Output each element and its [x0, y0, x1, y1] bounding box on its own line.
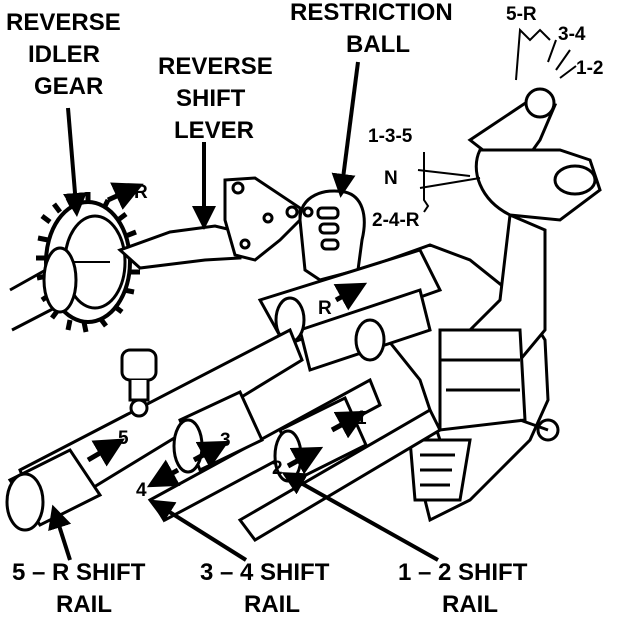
- label-reverse-idler-gear: REVERSE IDLER GEAR: [6, 9, 121, 100]
- gate-34: 3-4: [558, 24, 586, 45]
- svg-text:LEVER: LEVER: [174, 117, 254, 144]
- svg-text:REVERSE: REVERSE: [158, 53, 273, 80]
- rail-mark-2: 2: [272, 458, 283, 479]
- gate-24r: 2-4-R: [372, 210, 420, 231]
- rail-mark-4: 4: [136, 480, 147, 501]
- rail-motion-arrows: [86, 182, 368, 488]
- svg-text:5 – R SHIFT: 5 – R SHIFT: [12, 559, 146, 586]
- gate-indicators: [417, 27, 577, 213]
- svg-text:1 – 2 SHIFT: 1 – 2 SHIFT: [398, 559, 528, 586]
- gate-135: 1-3-5: [368, 126, 413, 147]
- restriction-ball-housing: [298, 189, 366, 282]
- reverse-shift-lever: [117, 176, 302, 270]
- rail-5r: [5, 327, 304, 532]
- reverse-idler-gear: [36, 192, 141, 333]
- detent-plunger: [120, 348, 158, 418]
- svg-text:RESTRICTION: RESTRICTION: [290, 0, 453, 26]
- label-reverse-shift-lever: REVERSE SHIFT LEVER: [158, 53, 273, 144]
- svg-text:RAIL: RAIL: [244, 591, 300, 618]
- rail-mark-1: 1: [356, 408, 367, 429]
- rail-mark-3: 3: [220, 430, 231, 451]
- callout-leaders: [48, 61, 439, 562]
- label-restriction-ball: RESTRICTION BALL: [290, 0, 453, 58]
- gear-mark-r: R: [134, 182, 148, 203]
- ball-mark-r: R: [318, 298, 332, 319]
- gate-n: N: [384, 168, 398, 189]
- label-rail-12: 1 – 2 SHIFT RAIL: [398, 559, 528, 618]
- svg-text:SHIFT: SHIFT: [176, 85, 246, 112]
- label-rail-34: 3 – 4 SHIFT RAIL: [200, 559, 330, 618]
- svg-text:GEAR: GEAR: [34, 73, 103, 100]
- label-rail-5r: 5 – R SHIFT RAIL: [12, 559, 146, 618]
- svg-text:RAIL: RAIL: [442, 591, 498, 618]
- svg-text:BALL: BALL: [346, 31, 410, 58]
- gate-labels: 5-R 3-4 1-2 1-3-5 N 2-4-R: [368, 4, 603, 231]
- svg-text:RAIL: RAIL: [56, 591, 112, 618]
- svg-text:3 – 4 SHIFT: 3 – 4 SHIFT: [200, 559, 330, 586]
- rail-mark-5: 5: [118, 428, 129, 449]
- gate-12: 1-2: [576, 58, 603, 79]
- gate-5r: 5-R: [506, 4, 537, 25]
- svg-text:REVERSE: REVERSE: [6, 9, 121, 36]
- svg-text:IDLER: IDLER: [28, 41, 100, 68]
- rail-12: [237, 395, 442, 542]
